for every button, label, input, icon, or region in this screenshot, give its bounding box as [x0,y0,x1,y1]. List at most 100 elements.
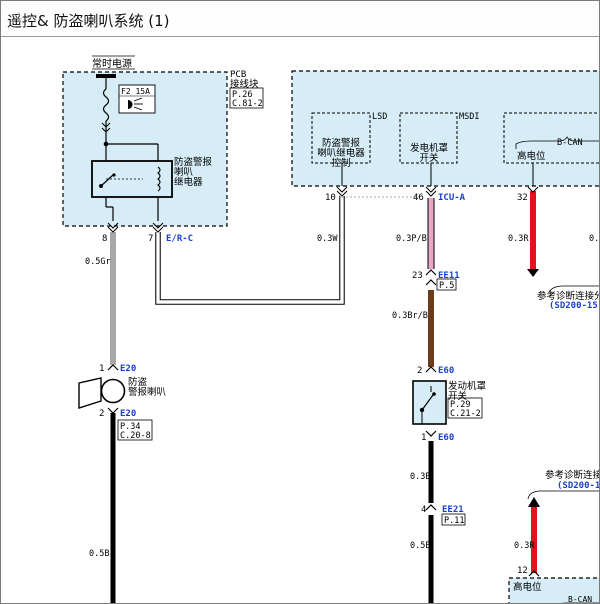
hood-switch-ref-line2: C.21-2 [450,409,481,419]
horn-icon [78,377,102,409]
window-title: 遥控& 防盗喇叭系统 (1) [7,12,170,30]
diag-top-bracket [548,285,599,293]
msdi-box-hood-switch [399,112,458,164]
wire-brown-label: 0.3Br/B [392,311,428,321]
hood-switch-ref-box [447,397,483,419]
relay-box [91,160,173,198]
ee21-ref: P.11 [444,516,464,526]
ee21-ref-box [441,513,466,526]
wiring-diagram: 常时电源 PCB 接线块 P.26 C.81-2 F2 15A 防盗警报 喇叭 … [62,55,599,603]
power-bar [96,74,116,78]
hood-switch-ref-line1: P.29 [450,400,470,410]
diag-top-line2: (SD200-15) [549,301,599,311]
msdi-box-horn-relay-control [311,112,371,164]
msdi-box1-line3: 控制 [331,157,350,169]
wire-edge-top-label: 0. [589,234,599,244]
ee11-pin: 23 [412,271,423,281]
diag-top-line1: 参考诊断连接分 [537,290,599,302]
hood-switch-bottom-connector-icon [425,430,437,437]
hood-switch-label-line2: 开关 [448,390,468,402]
msdi-module [291,70,599,187]
wire-gray-label: 0.5Gr [85,257,111,267]
msdi-box2-line1: 发电机罩 [410,142,448,154]
hood-switch-label-line1: 发动机罩 [448,380,486,392]
horn-pin-bottom: 2 [99,409,104,419]
pin-10-connector-icon [336,186,348,197]
horn-pin-top: 1 [99,364,104,374]
msdi-box-bcan [503,112,599,164]
msdi-pin-46: 46 [413,193,424,203]
pin-32-connector-icon [527,186,539,193]
msdi-connector-label: ICU-A [438,193,466,203]
horn-label-line1: 防盗 [128,376,148,388]
horn-ref-line1: P.34 [120,422,140,432]
msdi-pin-32: 32 [517,193,528,203]
pcb-name-line1: PCB [230,70,246,80]
wire-black-right-label: 0.5B [410,541,430,551]
relay-label-line1: 防盗警报 [174,156,213,168]
msdi-pin-10: 10 [325,193,336,203]
relay-label-line2: 喇叭 [174,166,194,178]
hood-switch-conn-top: E60 [438,366,454,376]
horn-ref-line2: C.20-8 [120,431,151,441]
bottom-module-bcan: B-CAN [568,595,592,603]
relay-coil-icon [157,166,161,192]
lamp-icon [128,97,143,111]
power-label: 常时电源 [92,57,132,70]
hood-switch-conn-bottom: E60 [438,433,454,443]
msdi-box2-line2: 开关 [419,152,439,164]
bottom-module-pin: 12 [517,566,528,576]
lsd-label: LSD [372,112,387,122]
pcb-ref-line1: P.26 [232,90,252,100]
hood-switch-pin-bottom: 1 [421,433,426,443]
bcan-label: B-CAN [557,138,583,148]
relay-label-line3: 继电器 [174,176,203,188]
ee11-ref-box [436,278,457,291]
pin-8-connector-icon [107,222,119,233]
wire-pink-label: 0.3P/B [396,234,427,244]
pin-12-connector-icon [528,570,540,577]
pcb-ref-line2: C.81-2 [232,99,263,109]
arrow-down-icon [527,269,539,277]
wire-red-bottom-label: 0.3R [514,541,535,551]
wire-red-top-label: 0.3R [508,234,529,244]
wire-black-left-label: 0.5B [89,549,109,559]
pin-7-connector-icon [152,222,164,233]
bottom-module-label: 高电位 [513,581,542,593]
horn-label-line2: 警报喇叭 [128,386,167,398]
diag-bottom-bracket [527,490,599,500]
hood-switch-pin-top: 2 [417,366,422,376]
diag-bottom-line1: 参考诊断连接 [545,469,599,481]
pcb-pin-7: 7 [148,234,153,244]
horn-top-connector-icon [107,364,119,371]
horn-ref-box [117,419,153,441]
diag-bottom-line2: (SD200-1 [557,481,599,491]
msdi-box3-label: 高电位 [517,150,546,162]
horn-bottom-connector-icon [107,407,119,414]
pcb-ref-box [229,87,264,109]
msdi-label: MSDI [459,112,479,122]
ee11-connector-icon [425,269,437,286]
ee11-connector-label: EE11 [438,271,460,281]
fuse-icon [102,88,110,122]
pcb-connector-label: E/R-C [166,234,193,244]
fuse-label: F2 15A [121,87,150,96]
ee11-ref: P.5 [439,281,454,291]
title-bar: 遥控& 防盗喇叭系统 (1) [1,1,599,37]
arrow-up-icon [528,497,540,507]
bottom-module [508,577,599,603]
pcb-name-line2: 接线块 [230,78,259,90]
wire-white-label: 0.3W [317,234,338,244]
ee21-connector-label: EE21 [442,505,464,515]
pcb-pin-8: 8 [102,234,107,244]
hood-switch-top-connector-icon [425,366,437,373]
horn-conn-bottom: E20 [120,409,136,419]
ee21-connector-icon [425,504,437,511]
pin-46-connector-icon [425,186,437,197]
msdi-box1-line1: 防盗警报 [322,137,361,149]
hood-switch-box [412,380,447,425]
wire-black-mid-label: 0.3B [410,472,430,482]
horn-conn-top: E20 [120,364,136,374]
msdi-box1-line2: 喇叭继电器 [317,147,365,159]
